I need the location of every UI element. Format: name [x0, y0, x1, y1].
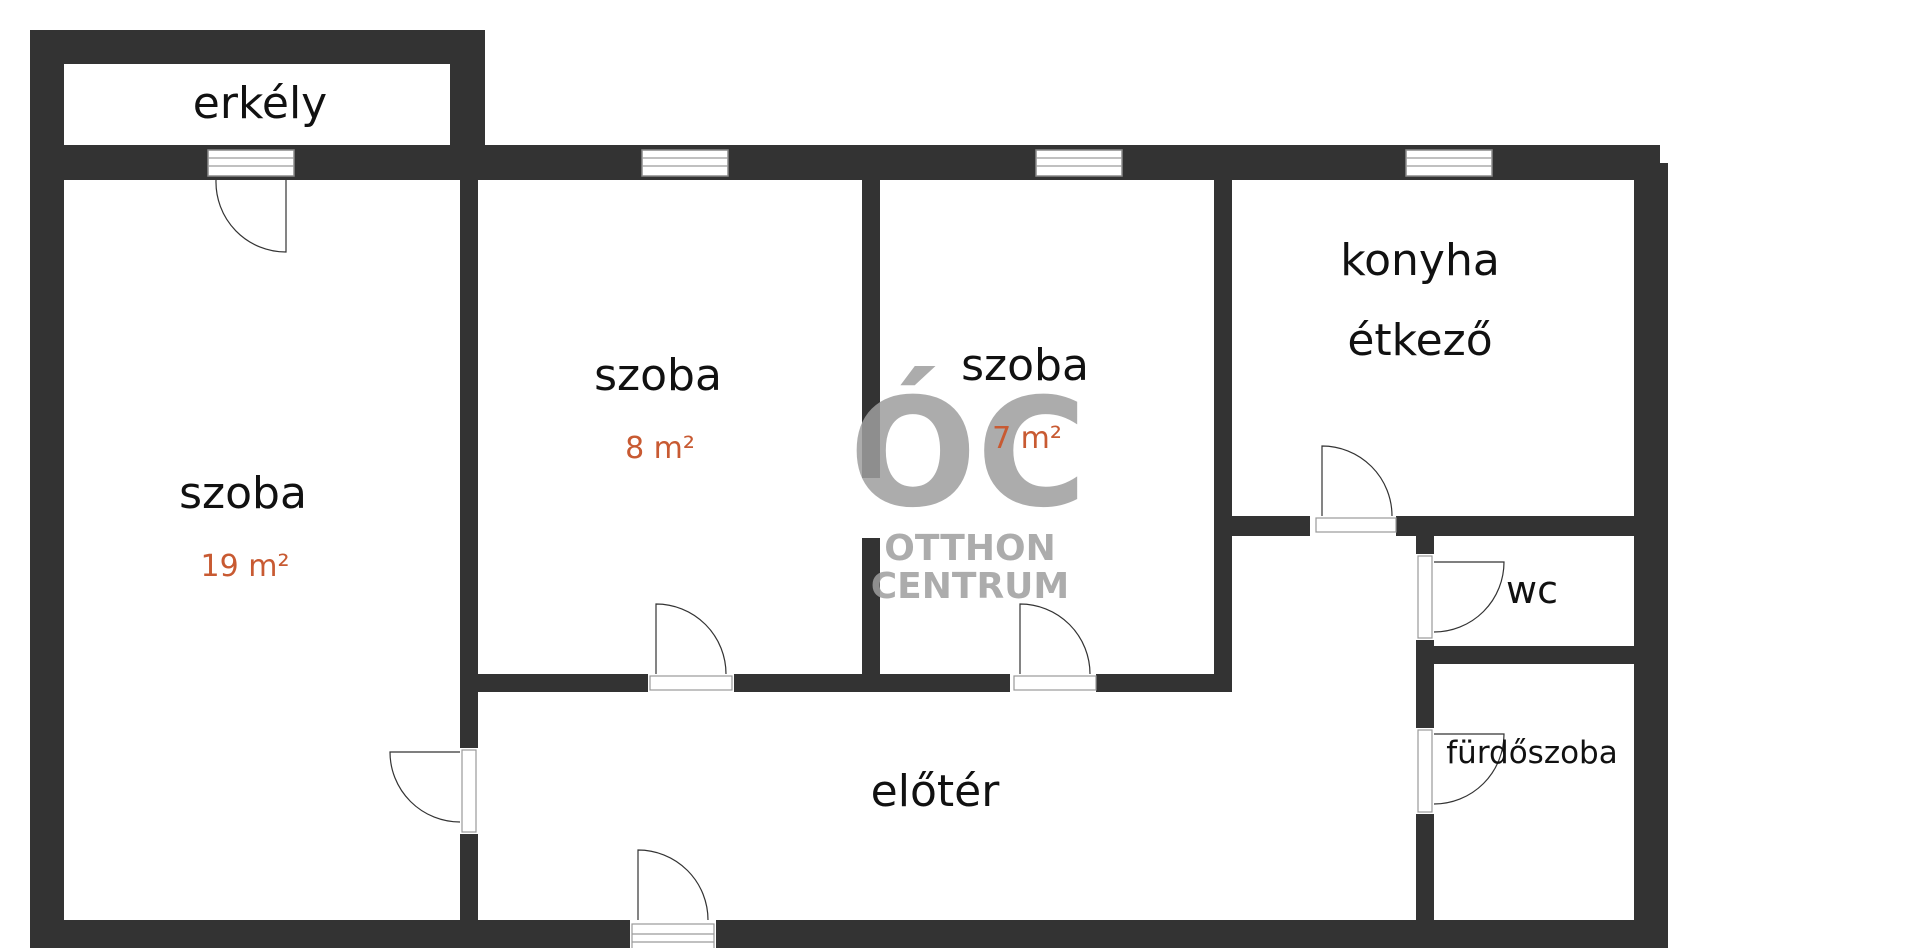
entrance-sill	[631, 923, 715, 948]
room-furdoszoba	[1434, 664, 1634, 920]
label-furdoszoba: fürdőszoba	[1446, 735, 1617, 771]
door-szoba-small	[1019, 603, 1091, 675]
window-konyha	[1405, 149, 1493, 177]
label-szoba-large: szoba	[179, 468, 307, 519]
door-entrance	[637, 849, 709, 921]
label-wc: wc	[1506, 568, 1558, 612]
label-etkezo: étkező	[1347, 315, 1492, 366]
watermark-line1: OTTHON	[884, 528, 1055, 569]
label-szoba-mid: szoba	[594, 350, 722, 401]
door-balcony	[215, 179, 287, 253]
door-wc	[1433, 561, 1505, 633]
watermark-logo: ÓC	[849, 366, 1087, 541]
room-eloter	[478, 536, 1416, 920]
watermark-line2: CENTRUM	[871, 566, 1069, 607]
window-szoba-mid	[641, 149, 729, 177]
area-szoba-small: 7 m²	[992, 421, 1062, 456]
window-balcony-door	[207, 149, 295, 177]
door-szoba-mid	[655, 603, 727, 675]
room-szoba-small	[880, 180, 1214, 674]
door-szoba-large	[389, 751, 461, 823]
doors	[215, 179, 1505, 948]
room-konyha	[1232, 180, 1634, 516]
area-szoba-large: 19 m²	[201, 549, 290, 584]
label-szoba-small: szoba	[961, 340, 1089, 391]
area-szoba-mid: 8 m²	[625, 431, 695, 466]
label-eloter: előtér	[871, 766, 1001, 817]
opening-mid-wall	[862, 478, 880, 538]
door-furdoszoba	[1433, 733, 1505, 805]
door-konyha	[1321, 445, 1393, 517]
watermark: ÓC OTTHON CENTRUM	[849, 366, 1087, 607]
room-wc	[1434, 536, 1634, 646]
label-konyha: konyha	[1340, 235, 1500, 286]
room-szoba-large	[64, 180, 460, 920]
window-szoba-small	[1035, 149, 1123, 177]
room-erkely	[64, 64, 450, 145]
label-erkely: erkély	[193, 78, 327, 129]
windows	[207, 149, 1493, 177]
room-szoba-mid	[478, 180, 862, 674]
